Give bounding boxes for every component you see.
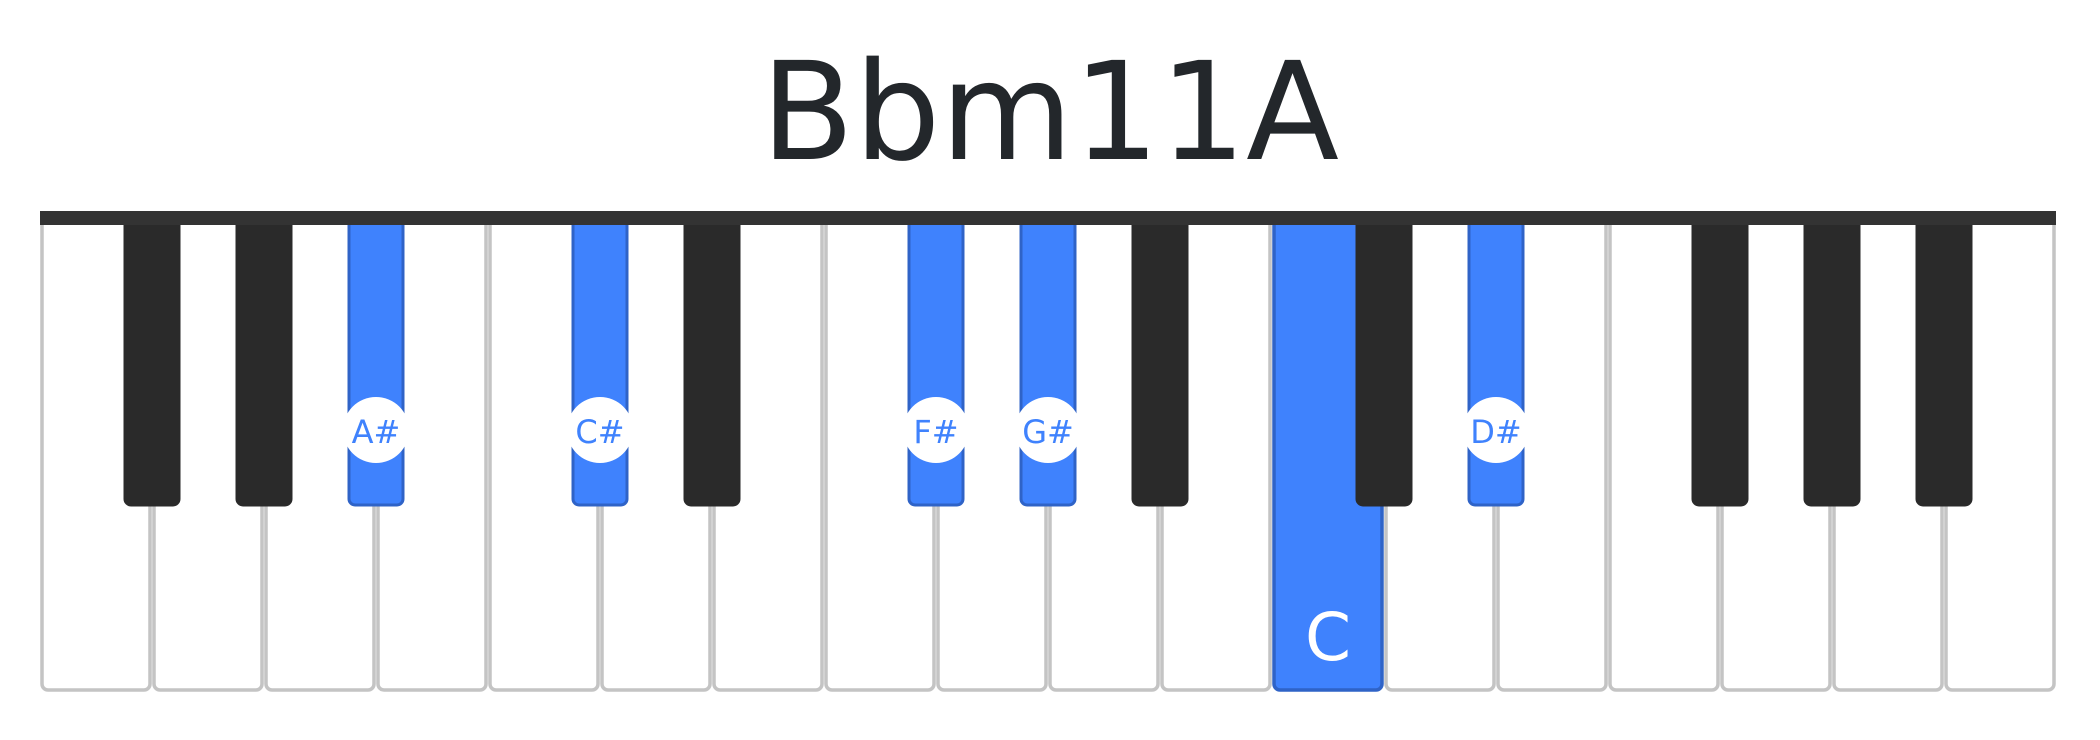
note-label-badge — [567, 397, 633, 463]
note-label-badge — [343, 397, 409, 463]
note-label-badge — [1015, 397, 1081, 463]
black-key — [1691, 212, 1749, 507]
note-label: A# — [352, 413, 401, 451]
black-key — [1355, 212, 1413, 507]
black-key — [683, 212, 741, 507]
keyboard-top-bar — [40, 211, 2056, 225]
note-label: F# — [913, 413, 958, 451]
note-label: C — [1305, 599, 1351, 676]
note-label: C# — [575, 413, 624, 451]
note-label-badge — [1463, 397, 1529, 463]
black-key — [1803, 212, 1861, 507]
black-key — [1131, 212, 1189, 507]
black-key — [123, 212, 181, 507]
note-label: G# — [1022, 413, 1074, 451]
note-label: D# — [1470, 413, 1521, 451]
black-key — [1915, 212, 1973, 507]
note-labels: C A# C# F# G# D# — [343, 397, 1529, 676]
black-key — [235, 212, 293, 507]
chord-title: Bbm11A — [760, 34, 1340, 192]
note-label-badge — [903, 397, 969, 463]
